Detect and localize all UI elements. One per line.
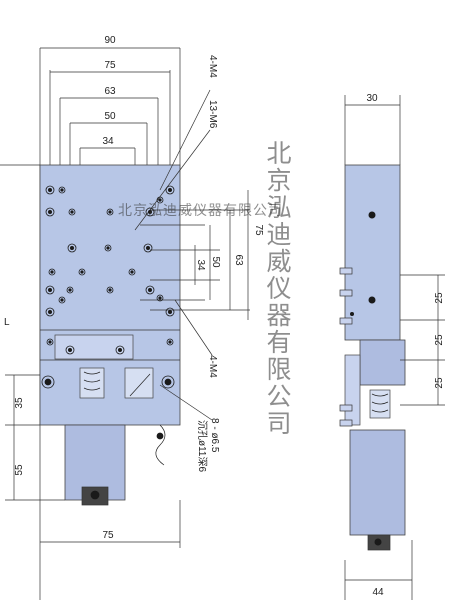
dim-left-55: 55 xyxy=(14,464,25,476)
left-marker: L xyxy=(4,317,10,328)
side-holes xyxy=(350,211,382,546)
side-view xyxy=(339,95,445,600)
hole-spec-counterbore: 沉孔ø11深6 xyxy=(196,420,209,472)
dim-side-bottom-44: 44 xyxy=(372,587,384,598)
dim-side-right-25-a: 25 xyxy=(434,292,445,304)
callout-4-m4-bottom: 4-M4 xyxy=(207,355,218,378)
watermark-vertical: 北京泓迪威仪器有限公司 xyxy=(263,140,292,437)
front-view xyxy=(0,47,250,600)
dim-side-34: 34 xyxy=(195,259,206,271)
dim-side-75: 75 xyxy=(253,224,264,236)
dim-side-right-25-b: 25 xyxy=(434,334,445,346)
dim-top-50: 50 xyxy=(104,111,116,122)
hole-spec-diameter: 8 - ø6.5 xyxy=(209,418,220,453)
dim-side-top-30: 30 xyxy=(366,93,378,104)
dim-top-90: 90 xyxy=(104,35,116,46)
front-holes xyxy=(41,185,175,500)
dim-side-50: 50 xyxy=(210,256,221,268)
dim-left-35: 35 xyxy=(14,397,25,409)
dim-side-right-25-c: 25 xyxy=(434,377,445,389)
callout-13-m6: 13-M6 xyxy=(207,100,218,129)
dim-top-75: 75 xyxy=(104,60,116,71)
dim-top-34: 34 xyxy=(102,136,114,147)
dim-top-63: 63 xyxy=(104,86,116,97)
callout-4-m4-top: 4-M4 xyxy=(207,55,218,78)
dim-side-63: 63 xyxy=(233,254,244,266)
dim-bottom-75: 75 xyxy=(102,530,114,541)
watermark-horizontal: 北京泓迪威仪器有限公司 xyxy=(118,203,283,219)
